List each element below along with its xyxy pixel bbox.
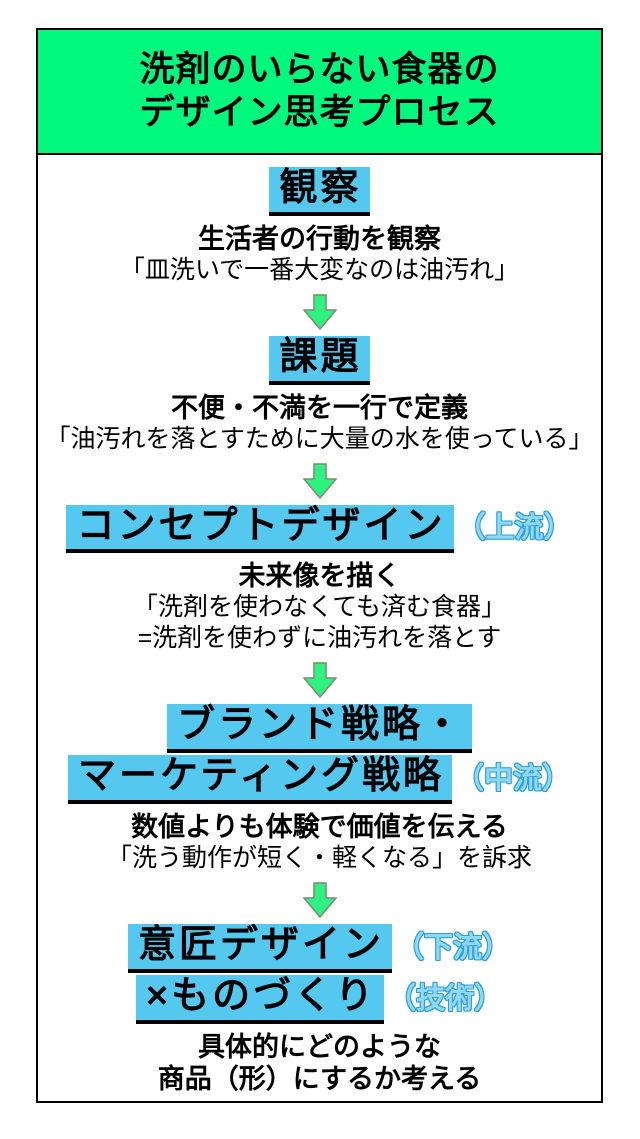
step-heading: 課題 — [269, 335, 370, 385]
step-quote: 「洗う動作が短く・軽くなる」を訴求 — [106, 843, 532, 872]
step-heading-row-1: ブランド戦略・ — [166, 704, 472, 754]
step-heading: コンセプトデザイン — [66, 504, 454, 554]
step-heading-row-1: 意匠デザイン （下流） — [127, 923, 512, 973]
step-quote: 「皿洗いで一番大変なのは油汚れ」 — [119, 255, 520, 284]
step-heading-line1: 意匠デザイン — [127, 923, 392, 973]
step-heading-row: コンセプトデザイン （上流） — [66, 504, 573, 554]
step-heading-row-2: ×ものづくり （技術） — [135, 974, 504, 1024]
down-arrow-icon — [301, 462, 338, 499]
page-title-line2: デザイン思考プロセス — [139, 92, 500, 132]
step-description: 生活者の行動を観察 — [197, 223, 441, 254]
step-heading-row: 観察 — [269, 167, 370, 216]
process-step-problem: 課題 不便・不満を一行で定義 「油汚れを落とすために大量の水を使っている」 — [45, 335, 594, 455]
page-title-line1: 洗剤のいらない食器の — [139, 49, 500, 89]
down-arrow-icon — [301, 294, 338, 330]
step-stage-note-2: （技術） — [387, 982, 504, 1015]
step-stage-note: （中流） — [454, 763, 571, 796]
process-step-observation: 観察 生活者の行動を観察 「皿洗いで一番大変なのは油汚れ」 — [120, 167, 519, 286]
step-heading: 観察 — [269, 167, 370, 216]
step-quote: 「洗剤を使わなくても済む食器」 — [132, 593, 506, 622]
step-heading-line1: ブランド戦略・ — [166, 704, 472, 754]
title-banner: 洗剤のいらない食器の デザイン思考プロセス — [38, 30, 601, 155]
step-heading-line2: マーケティング戦略 — [68, 755, 452, 804]
step-heading-row-2: マーケティング戦略 （中流） — [68, 755, 571, 804]
step-description: 不便・不満を一行で定義 — [170, 392, 468, 423]
step-description: 未来像を描く — [238, 561, 401, 592]
process-step-industrial-design: 意匠デザイン （下流） ×ものづくり （技術） 具体的にどのような 商品（形）に… — [127, 923, 512, 1095]
step-description-line2: 商品（形）にするか考える — [157, 1063, 482, 1094]
down-arrow-icon — [301, 662, 338, 699]
process-step-brand-marketing: ブランド戦略・ マーケティング戦略 （中流） 数値よりも体験で価値を伝える 「洗… — [68, 704, 571, 874]
step-description: 数値よりも体験で価値を伝える — [131, 811, 508, 842]
process-step-concept-design: コンセプトデザイン （上流） 未来像を描く 「洗剤を使わなくても済む食器」 =洗… — [66, 504, 573, 655]
step-stage-note: （上流） — [456, 512, 573, 545]
step-heading-line2: ×ものづくり — [135, 974, 385, 1024]
flowchart-body: 観察 生活者の行動を観察 「皿洗いで一番大変なのは油汚れ」 課題 不便・不満を一… — [38, 155, 601, 1095]
outer-frame: 洗剤のいらない食器の デザイン思考プロセス 観察 生活者の行動を観察 「皿洗いで… — [36, 28, 603, 1103]
step-quote: 「油汚れを落とすために大量の水を使っている」 — [45, 424, 594, 453]
step-stage-note-1: （下流） — [395, 931, 512, 964]
step-heading-row: 課題 — [269, 335, 370, 385]
down-arrow-icon — [301, 882, 338, 919]
step-detail: =洗剤を使わずに油汚れを落とす — [137, 624, 502, 653]
step-description-line1: 具体的にどのような — [198, 1031, 441, 1062]
